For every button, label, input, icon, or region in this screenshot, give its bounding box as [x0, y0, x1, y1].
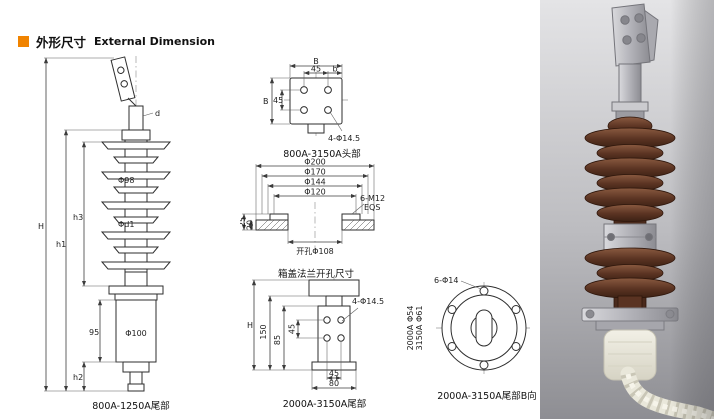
- dimension-labels: Φ200 Φ170 Φ144 Φ120 25 20 开孔Φ108 6-M12 E…: [240, 158, 385, 256]
- dim-phi200: Φ200: [304, 158, 326, 167]
- tail-b-view-drawing: 6-Φ14 2000A Φ54 3150A Φ61: [406, 276, 532, 374]
- dim-eqs: EQS: [364, 203, 380, 212]
- dim-phi100: Φ100: [125, 329, 147, 338]
- product-photo: [540, 0, 714, 419]
- dim-45-top: 45: [311, 65, 321, 74]
- dim-B-left: B: [263, 97, 269, 106]
- dim-bolts: 6-M12: [360, 194, 385, 203]
- section-title-en: External Dimension: [94, 35, 215, 48]
- caption-head-view: 800A-3150A头部: [283, 149, 361, 160]
- flange-face: [441, 285, 527, 371]
- dim-B-top: B: [313, 57, 319, 66]
- dim-h3: h3: [73, 213, 83, 222]
- dim-h1: h1: [56, 240, 66, 249]
- caption-side-view: 800A-1250A尾部: [92, 401, 170, 412]
- photo-edge-shading: [540, 0, 714, 419]
- tail-outline: [308, 279, 360, 371]
- dim-d: d: [155, 109, 160, 118]
- side-view-drawing: H h1 h3 95 h2 d Φ98 Φd1 Φ100: [38, 56, 172, 392]
- insulator-outline: [100, 56, 172, 392]
- section-header: 外形尺寸 External Dimension: [18, 32, 215, 51]
- accent-square-icon: [18, 36, 29, 47]
- dim-phid1: Φd1: [118, 220, 134, 229]
- dim-95: 95: [89, 328, 99, 337]
- tail-view-drawing: H 150 85 45 4-Φ14.5 45 80: [247, 276, 384, 391]
- dim-phi170: Φ170: [304, 168, 326, 177]
- dim-45-left: 45: [273, 96, 283, 105]
- note-3150A: 3150A Φ61: [415, 306, 424, 351]
- dimension-labels: H h1 h3 95 h2 d Φ98 Φd1 Φ100: [38, 109, 160, 382]
- dimension-lines: [241, 163, 375, 245]
- dim-holes: 4-Φ14.5: [328, 134, 360, 143]
- dimension-labels: 6-Φ14 2000A Φ54 3150A Φ61: [406, 276, 458, 350]
- dim-H: H: [247, 321, 253, 330]
- caption-flange-view: 箱盖法兰开孔尺寸: [277, 269, 354, 280]
- dim-45: 45: [288, 324, 297, 334]
- dim-45b: 45: [329, 369, 339, 378]
- dim-phi98: Φ98: [118, 176, 134, 185]
- dimension-lines: [43, 57, 154, 392]
- dim-20: 20: [246, 220, 255, 230]
- dim-hole: 开孔Φ108: [296, 247, 334, 256]
- dim-h2: h2: [73, 373, 83, 382]
- caption-tail-view: 2000A-3150A尾部: [282, 399, 367, 410]
- dim-150: 150: [259, 324, 268, 339]
- dimension-lines: [251, 279, 359, 391]
- dimension-labels: B 45 b B 45 4-Φ14.5: [263, 57, 360, 143]
- caption-tail-b-view: 2000A-3150A尾部B向: [437, 391, 537, 402]
- section-title-cn: 外形尺寸: [36, 35, 87, 50]
- dim-H: H: [38, 222, 44, 231]
- dim-phi144: Φ144: [304, 178, 326, 187]
- note-2000A: 2000A Φ54: [406, 306, 415, 351]
- dim-b-top: b: [332, 65, 337, 74]
- dim-holes: 6-Φ14: [434, 276, 458, 285]
- dim-holes: 4-Φ14.5: [352, 297, 384, 306]
- dim-85: 85: [273, 335, 282, 345]
- flange-view-drawing: Φ200 Φ170 Φ144 Φ120 25 20 开孔Φ108 6-M12 E…: [240, 158, 385, 256]
- leader-line: [460, 280, 482, 290]
- dim-25: 25: [240, 217, 247, 227]
- flange-section: [255, 213, 375, 231]
- dim-phi120: Φ120: [304, 188, 326, 197]
- dim-80: 80: [329, 379, 339, 388]
- plate-outline: [289, 77, 343, 134]
- dimension-labels: H 150 85 45 4-Φ14.5 45 80: [247, 297, 384, 388]
- head-view-drawing: B 45 b B 45 4-Φ14.5: [263, 57, 360, 143]
- dimension-lines: [269, 63, 343, 132]
